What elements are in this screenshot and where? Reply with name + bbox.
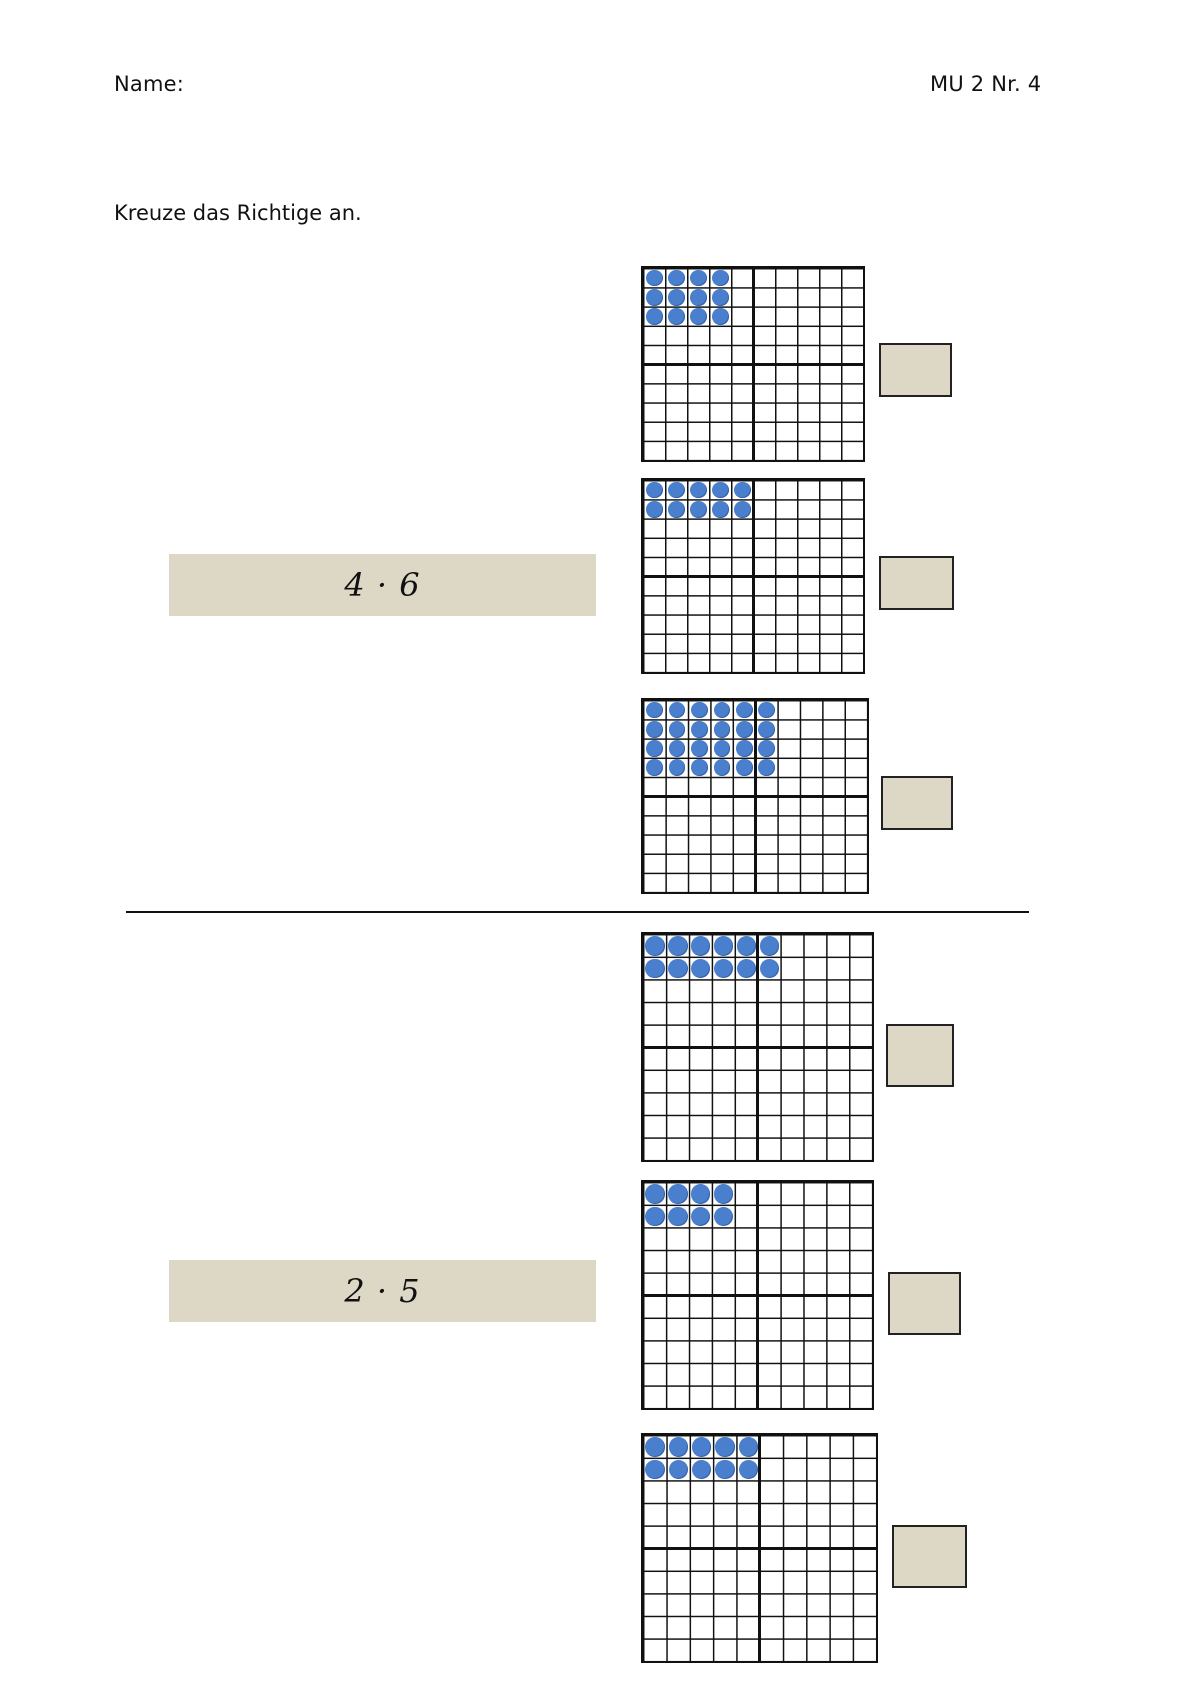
- counter-dot: [713, 701, 731, 719]
- counter-dot: [734, 501, 751, 518]
- counter-dot: [758, 740, 775, 757]
- counter-dot: [691, 1206, 711, 1227]
- counter-dot: [734, 481, 751, 499]
- answer-box-2-2[interactable]: [888, 1272, 961, 1335]
- counter-dot: [690, 269, 707, 287]
- answer-box-2-1[interactable]: [886, 1024, 954, 1087]
- counter-dot: [712, 269, 729, 287]
- counter-dot: [646, 501, 663, 518]
- counter-dot: [758, 759, 775, 776]
- hundred-field-1-2: [641, 478, 865, 674]
- counter-dot: [712, 308, 729, 325]
- counter-dot: [646, 269, 663, 287]
- counter-dot: [645, 1206, 665, 1227]
- counter-dot: [713, 958, 734, 979]
- counter-dot: [712, 501, 729, 518]
- instruction-text: Kreuze das Richtige an.: [114, 201, 362, 225]
- name-label: Name:: [114, 72, 185, 96]
- answer-box-2-3[interactable]: [892, 1525, 967, 1588]
- counter-dot: [713, 1206, 734, 1227]
- answer-box-1-2[interactable]: [879, 556, 954, 610]
- counter-dot: [668, 481, 685, 499]
- counter-dot: [691, 1184, 711, 1204]
- counter-dot: [691, 936, 711, 956]
- task-expression-2: 2 · 5: [169, 1260, 596, 1322]
- counter-dot: [646, 701, 663, 719]
- hundred-field-2-3: [641, 1433, 878, 1663]
- counter-dot: [690, 481, 707, 499]
- counter-dot: [668, 759, 686, 776]
- counter-dot: [759, 936, 780, 956]
- counter-dot: [690, 501, 707, 518]
- counter-dot: [691, 958, 711, 979]
- answer-box-1-3[interactable]: [881, 776, 953, 830]
- counter-dot: [668, 958, 688, 979]
- counter-dot: [713, 721, 731, 738]
- counter-dot: [645, 1459, 665, 1480]
- counter-dot: [691, 701, 708, 719]
- counter-dot: [712, 481, 729, 499]
- counter-dot: [668, 721, 686, 738]
- counter-dot: [758, 701, 775, 719]
- counter-dot: [736, 701, 753, 719]
- counter-dot: [759, 958, 780, 979]
- task-expression-1: 4 · 6: [169, 554, 596, 616]
- counter-dot: [668, 289, 685, 306]
- hundred-field-1-1: [641, 266, 865, 462]
- counter-dot: [713, 936, 734, 956]
- hundred-field-1-3: [641, 698, 869, 894]
- counter-dot: [645, 1437, 665, 1457]
- counter-dot: [736, 759, 753, 776]
- counter-dot: [758, 721, 775, 738]
- counter-dot: [712, 289, 729, 306]
- section-divider: [126, 911, 1029, 913]
- counter-dot: [668, 269, 685, 287]
- counter-dot: [738, 1437, 759, 1457]
- counter-dot: [668, 1437, 689, 1457]
- counter-dot: [736, 958, 757, 979]
- counter-dot: [668, 308, 685, 325]
- counter-dot: [692, 1459, 712, 1480]
- counter-dot: [645, 1184, 665, 1204]
- counter-dot: [736, 936, 757, 956]
- counter-dot: [736, 740, 753, 757]
- hundred-field-2-1: [641, 932, 874, 1162]
- counter-dot: [646, 759, 663, 776]
- counter-dot: [691, 759, 708, 776]
- counter-dot: [736, 721, 753, 738]
- hundred-field-2-2: [641, 1180, 874, 1410]
- counter-dot: [645, 936, 665, 956]
- counter-dot: [668, 1206, 688, 1227]
- counter-dot: [691, 740, 708, 757]
- counter-dot: [715, 1459, 735, 1480]
- counter-dot: [713, 1184, 734, 1204]
- counter-dot: [646, 721, 663, 738]
- counter-dot: [692, 1437, 712, 1457]
- counter-dot: [645, 958, 665, 979]
- counter-dot: [668, 1459, 689, 1480]
- counter-dot: [668, 701, 686, 719]
- counter-dot: [713, 759, 731, 776]
- counter-dot: [668, 936, 688, 956]
- counter-dot: [690, 308, 707, 325]
- counter-dot: [668, 501, 685, 518]
- counter-dot: [715, 1437, 735, 1457]
- counter-dot: [668, 1184, 688, 1204]
- counter-dot: [713, 740, 731, 757]
- answer-box-1-1[interactable]: [879, 343, 952, 397]
- counter-dot: [646, 481, 663, 499]
- counter-dot: [668, 740, 686, 757]
- counter-dot: [646, 308, 663, 325]
- counter-dot: [646, 740, 663, 757]
- counter-dot: [738, 1459, 759, 1480]
- sheet-id: MU 2 Nr. 4: [930, 72, 1042, 96]
- counter-dot: [691, 721, 708, 738]
- counter-dot: [690, 289, 707, 306]
- counter-dot: [646, 289, 663, 306]
